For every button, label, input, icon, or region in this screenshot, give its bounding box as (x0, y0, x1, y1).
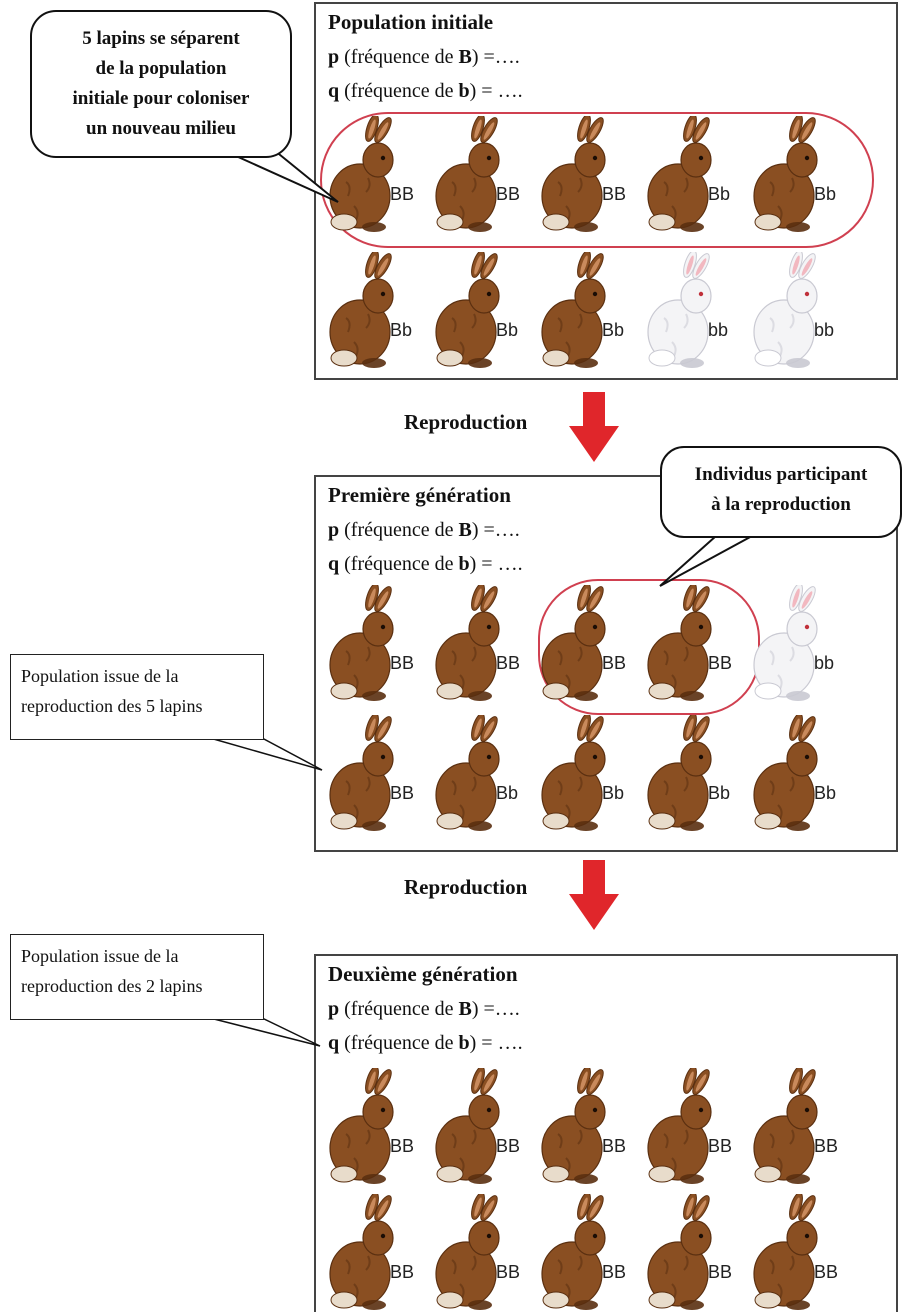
p-frequency-line: p (fréquence de B) =…. (328, 519, 520, 541)
brown-rabbit: BB (752, 1068, 856, 1188)
brown-rabbit: Bb (752, 116, 856, 236)
genotype-label: BB (602, 653, 627, 673)
panel-title: Population initiale (328, 10, 494, 34)
callout-line: 5 lapins se séparent (82, 28, 240, 49)
genotype-label: BB (602, 1136, 627, 1156)
brown-rabbit: BB (540, 1068, 644, 1188)
panel-second-generation: Deuxième génération p (fréquence de B) =… (314, 954, 898, 1312)
genotype-label: BB (814, 1262, 839, 1282)
brown-rabbit: BB (540, 116, 644, 236)
genotype-label: Bb (390, 320, 413, 340)
brown-rabbit: Bb (646, 715, 750, 835)
note-line: reproduction des 5 lapins (21, 696, 203, 716)
q-frequency-line: q (fréquence de b) = …. (328, 80, 523, 102)
brown-rabbit: BB (646, 1068, 750, 1188)
brown-rabbit: BB (540, 585, 644, 705)
brown-rabbit: Bb (434, 715, 538, 835)
brown-rabbit: Bb (434, 252, 538, 372)
genotype-label: bb (814, 653, 835, 673)
genotype-label: Bb (602, 783, 625, 803)
reproduction-label-1: Reproduction (404, 410, 528, 434)
note-five-rabbits: Population issue de la reproduction des … (10, 654, 264, 740)
genotype-label: Bb (496, 320, 519, 340)
genotype-label: BB (708, 1262, 733, 1282)
genotype-label: bb (708, 320, 729, 340)
genotype-label: BB (602, 184, 627, 204)
genotype-label: BB (496, 184, 521, 204)
brown-rabbit: Bb (646, 116, 750, 236)
brown-rabbit: BB (434, 116, 538, 236)
brown-rabbit: Bb (540, 715, 644, 835)
note-line: Population issue de la (21, 946, 179, 966)
brown-rabbit: BB (434, 1194, 538, 1314)
brown-rabbit: BB (434, 585, 538, 705)
brown-rabbit: BB (752, 1194, 856, 1314)
brown-rabbit: BB (434, 1068, 538, 1188)
brown-rabbit: BB (540, 1194, 644, 1314)
genotype-label: BB (390, 184, 415, 204)
panel-title: Deuxième génération (328, 962, 518, 986)
down-arrow-icon (569, 392, 619, 462)
brown-rabbit: Bb (328, 252, 432, 372)
genotype-label: Bb (814, 184, 837, 204)
brown-rabbit: Bb (540, 252, 644, 372)
genotype-label: BB (390, 653, 415, 673)
callout-colonize: 5 lapins se séparent de la population in… (30, 10, 292, 158)
callout-line: un nouveau milieu (86, 118, 236, 139)
genotype-label: BB (390, 783, 415, 803)
p-frequency-line: p (fréquence de B) =…. (328, 46, 520, 68)
panel-title: Première génération (328, 483, 511, 507)
genotype-label: BB (602, 1262, 627, 1282)
down-arrow-icon (569, 860, 619, 930)
callout-participants: Individus participant à la reproduction (660, 446, 902, 538)
panel-initial-population: Population initiale p (fréquence de B) =… (314, 2, 898, 380)
brown-rabbit: BB (328, 1068, 432, 1188)
white-rabbit: bb (752, 585, 856, 705)
callout-line: Individus participant (694, 464, 868, 485)
genotype-label: BB (496, 1262, 521, 1282)
brown-rabbit: Bb (752, 715, 856, 835)
genotype-label: BB (814, 1136, 839, 1156)
note-line: Population issue de la (21, 666, 179, 686)
q-frequency-line: q (fréquence de b) = …. (328, 553, 523, 575)
genotype-label: BB (708, 1136, 733, 1156)
brown-rabbit: BB (328, 585, 432, 705)
genotype-label: BB (390, 1262, 415, 1282)
brown-rabbit: BB (328, 116, 432, 236)
reproduction-label-2: Reproduction (404, 875, 528, 899)
note-two-rabbits: Population issue de la reproduction des … (10, 934, 264, 1020)
genotype-label: Bb (814, 783, 837, 803)
genotype-label: BB (496, 1136, 521, 1156)
panel-first-generation: Première génération p (fréquence de B) =… (314, 475, 898, 852)
brown-rabbit: BB (328, 1194, 432, 1314)
genotype-label: Bb (708, 184, 731, 204)
genotype-label: Bb (708, 783, 731, 803)
white-rabbit: bb (752, 252, 856, 372)
genotype-label: bb (814, 320, 835, 340)
note-line: reproduction des 2 lapins (21, 976, 203, 996)
brown-rabbit: BB (646, 1194, 750, 1314)
brown-rabbit: BB (328, 715, 432, 835)
callout-line: initiale pour coloniser (72, 88, 250, 109)
genotype-label: BB (708, 653, 733, 673)
white-rabbit: bb (646, 252, 750, 372)
brown-rabbit: BB (646, 585, 750, 705)
genotype-label: BB (496, 653, 521, 673)
callout-line: à la reproduction (711, 494, 851, 515)
genotype-label: BB (390, 1136, 415, 1156)
genotype-label: Bb (496, 783, 519, 803)
q-frequency-line: q (fréquence de b) = …. (328, 1032, 523, 1054)
genotype-label: Bb (602, 320, 625, 340)
callout-line: de la population (95, 58, 227, 79)
p-frequency-line: p (fréquence de B) =…. (328, 998, 520, 1020)
